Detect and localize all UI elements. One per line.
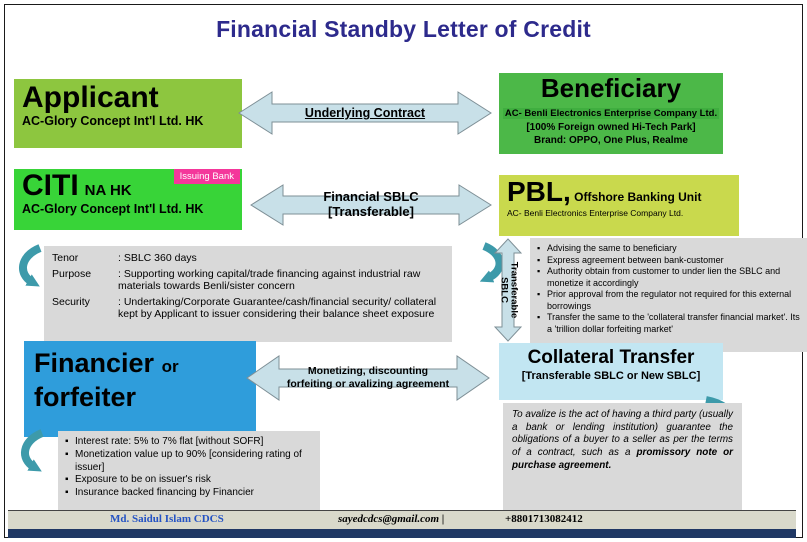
collateral-transfer-box: Collateral Transfer [Transferable SBLC o… [499, 343, 723, 400]
financial-sblc-arrow: Financial SBLC [Transferable] [250, 183, 492, 227]
transferable-sblc-label-line2: SBLC [498, 277, 509, 303]
page-title: Financial Standby Letter of Credit [216, 16, 591, 42]
issuing-bank-name: CITI [22, 169, 79, 202]
pbl-box: PBL, Offshore Banking Unit AC- Benli Ele… [499, 175, 739, 236]
term-label-security: Security [52, 295, 90, 308]
issuing-bank-badge: Issuing Bank [173, 169, 240, 184]
transferable-sblc-label: Transferable SBLC [498, 262, 519, 319]
term-value-tenor: : SBLC 360 days [118, 252, 197, 264]
curved-arrow-icon [479, 242, 504, 283]
vertical-double-arrow-icon [494, 238, 522, 342]
term-label-purpose: Purpose [52, 267, 92, 280]
author-email: sayedcdcs@gmail.com | [338, 513, 445, 525]
curved-arrow-icon [21, 429, 44, 472]
author-phone: +8801713082412 [505, 513, 583, 525]
avalize-text: To avalize is the act of having a third … [512, 409, 733, 459]
financier-title-line2: forfeiter [34, 381, 137, 412]
monetizing-label: Monetizing, discounting forfeiting or av… [246, 354, 490, 402]
financier-terms-note: Interest rate: 5% to 7% flat [without SO… [58, 431, 320, 517]
beneficiary-brands: Brand: OPPO, One Plus, Realme [534, 134, 688, 146]
financier-term-item: Exposure to be on issuer's risk [64, 474, 314, 487]
beneficiary-box: Beneficiary AC- Benli Electronics Enterp… [499, 73, 723, 154]
financial-sblc-label-line1: Financial SBLC [323, 189, 419, 205]
financier-title-or: or [161, 357, 179, 376]
sblc-terms-note: Tenor : SBLC 360 days Purpose : Supporti… [44, 246, 452, 342]
financial-sblc-label-line2: [Transferable] [328, 204, 414, 219]
financier-term-item: Interest rate: 5% to 7% flat [without SO… [64, 436, 314, 449]
monetizing-arrow: Monetizing, discounting forfeiting or av… [246, 354, 490, 402]
beneficiary-detail: [100% Foreign owned Hi-Tech Park] [526, 121, 696, 133]
double-arrow-icon [238, 91, 492, 135]
footer-accent-bar [8, 529, 796, 538]
pbl-subtitle: AC- Benli Electronics Enterprise Company… [507, 208, 684, 219]
term-label-tenor: Tenor [52, 252, 79, 264]
avalize-definition-note: To avalize is the act of having a third … [503, 403, 742, 510]
issuing-bank-box: Issuing Bank CITI NA HK AC-Glory Concept… [14, 169, 242, 230]
pbl-action-item: Authority obtain from customer to under … [536, 266, 801, 289]
financier-title: Financier [34, 348, 155, 378]
transferable-sblc-arrow: Transferable SBLC [494, 238, 522, 342]
financier-box: Financier or forfeiter [24, 341, 256, 437]
transferable-sblc-label-line1: Transferable [508, 261, 520, 319]
pbl-action-item: Prior approval from the regulator not re… [536, 289, 801, 312]
applicant-box: Applicant AC-Glory Concept Int'l Ltd. HK [14, 79, 242, 148]
financial-sblc-label: Financial SBLC [Transferable] [250, 183, 492, 227]
financier-term-item: Insurance backed financing by Financier [64, 487, 314, 500]
double-arrow-icon [250, 184, 492, 226]
avalize-text-bold: promissory note or purchase agreement. [512, 447, 733, 471]
collateral-title: Collateral Transfer [527, 347, 695, 368]
underlying-contract-label: Underlying Contract [304, 106, 426, 120]
curved-arrow-icon [19, 244, 42, 287]
term-value-purpose: : Supporting working capital/trade finan… [118, 267, 421, 293]
financier-term-item: Monetization value up to 90% [considerin… [64, 449, 314, 475]
pbl-action-item: Transfer the same to the 'collateral tra… [536, 312, 801, 335]
author-name: Md. Saidul Islam CDCS [110, 513, 224, 525]
pbl-action-item: Express agreement between bank-customer [536, 255, 801, 267]
pbl-action-item: Advising the same to beneficiary [536, 243, 801, 255]
term-value-security: : Undertaking/Corporate Guarantee/cash/f… [118, 295, 437, 321]
applicant-subtitle: AC-Glory Concept Int'l Ltd. HK [22, 113, 204, 128]
underlying-contract-arrow: Underlying Contract [238, 90, 492, 136]
pbl-title-suffix: Offshore Banking Unit [570, 190, 702, 204]
beneficiary-title: Beneficiary [540, 73, 682, 103]
pbl-title: PBL, [507, 176, 571, 207]
monetizing-label-line2: forfeiting or avalizing agreement [286, 378, 450, 390]
issuing-bank-name-suffix: NA HK [84, 182, 132, 199]
footer: Md. Saidul Islam CDCS sayedcdcs@gmail.co… [8, 510, 796, 531]
collateral-subtitle: [Transferable SBLC or New SBLC] [521, 369, 701, 382]
applicant-title: Applicant [22, 81, 159, 114]
double-arrow-icon [246, 355, 490, 401]
pbl-actions-note: Advising the same to beneficiary Express… [530, 238, 807, 352]
issuing-bank-subtitle: AC-Glory Concept Int'l Ltd. HK [22, 201, 204, 216]
beneficiary-company: AC- Benli Electronics Enterprise Company… [502, 107, 720, 119]
monetizing-label-line1: Monetizing, discounting [307, 365, 429, 378]
